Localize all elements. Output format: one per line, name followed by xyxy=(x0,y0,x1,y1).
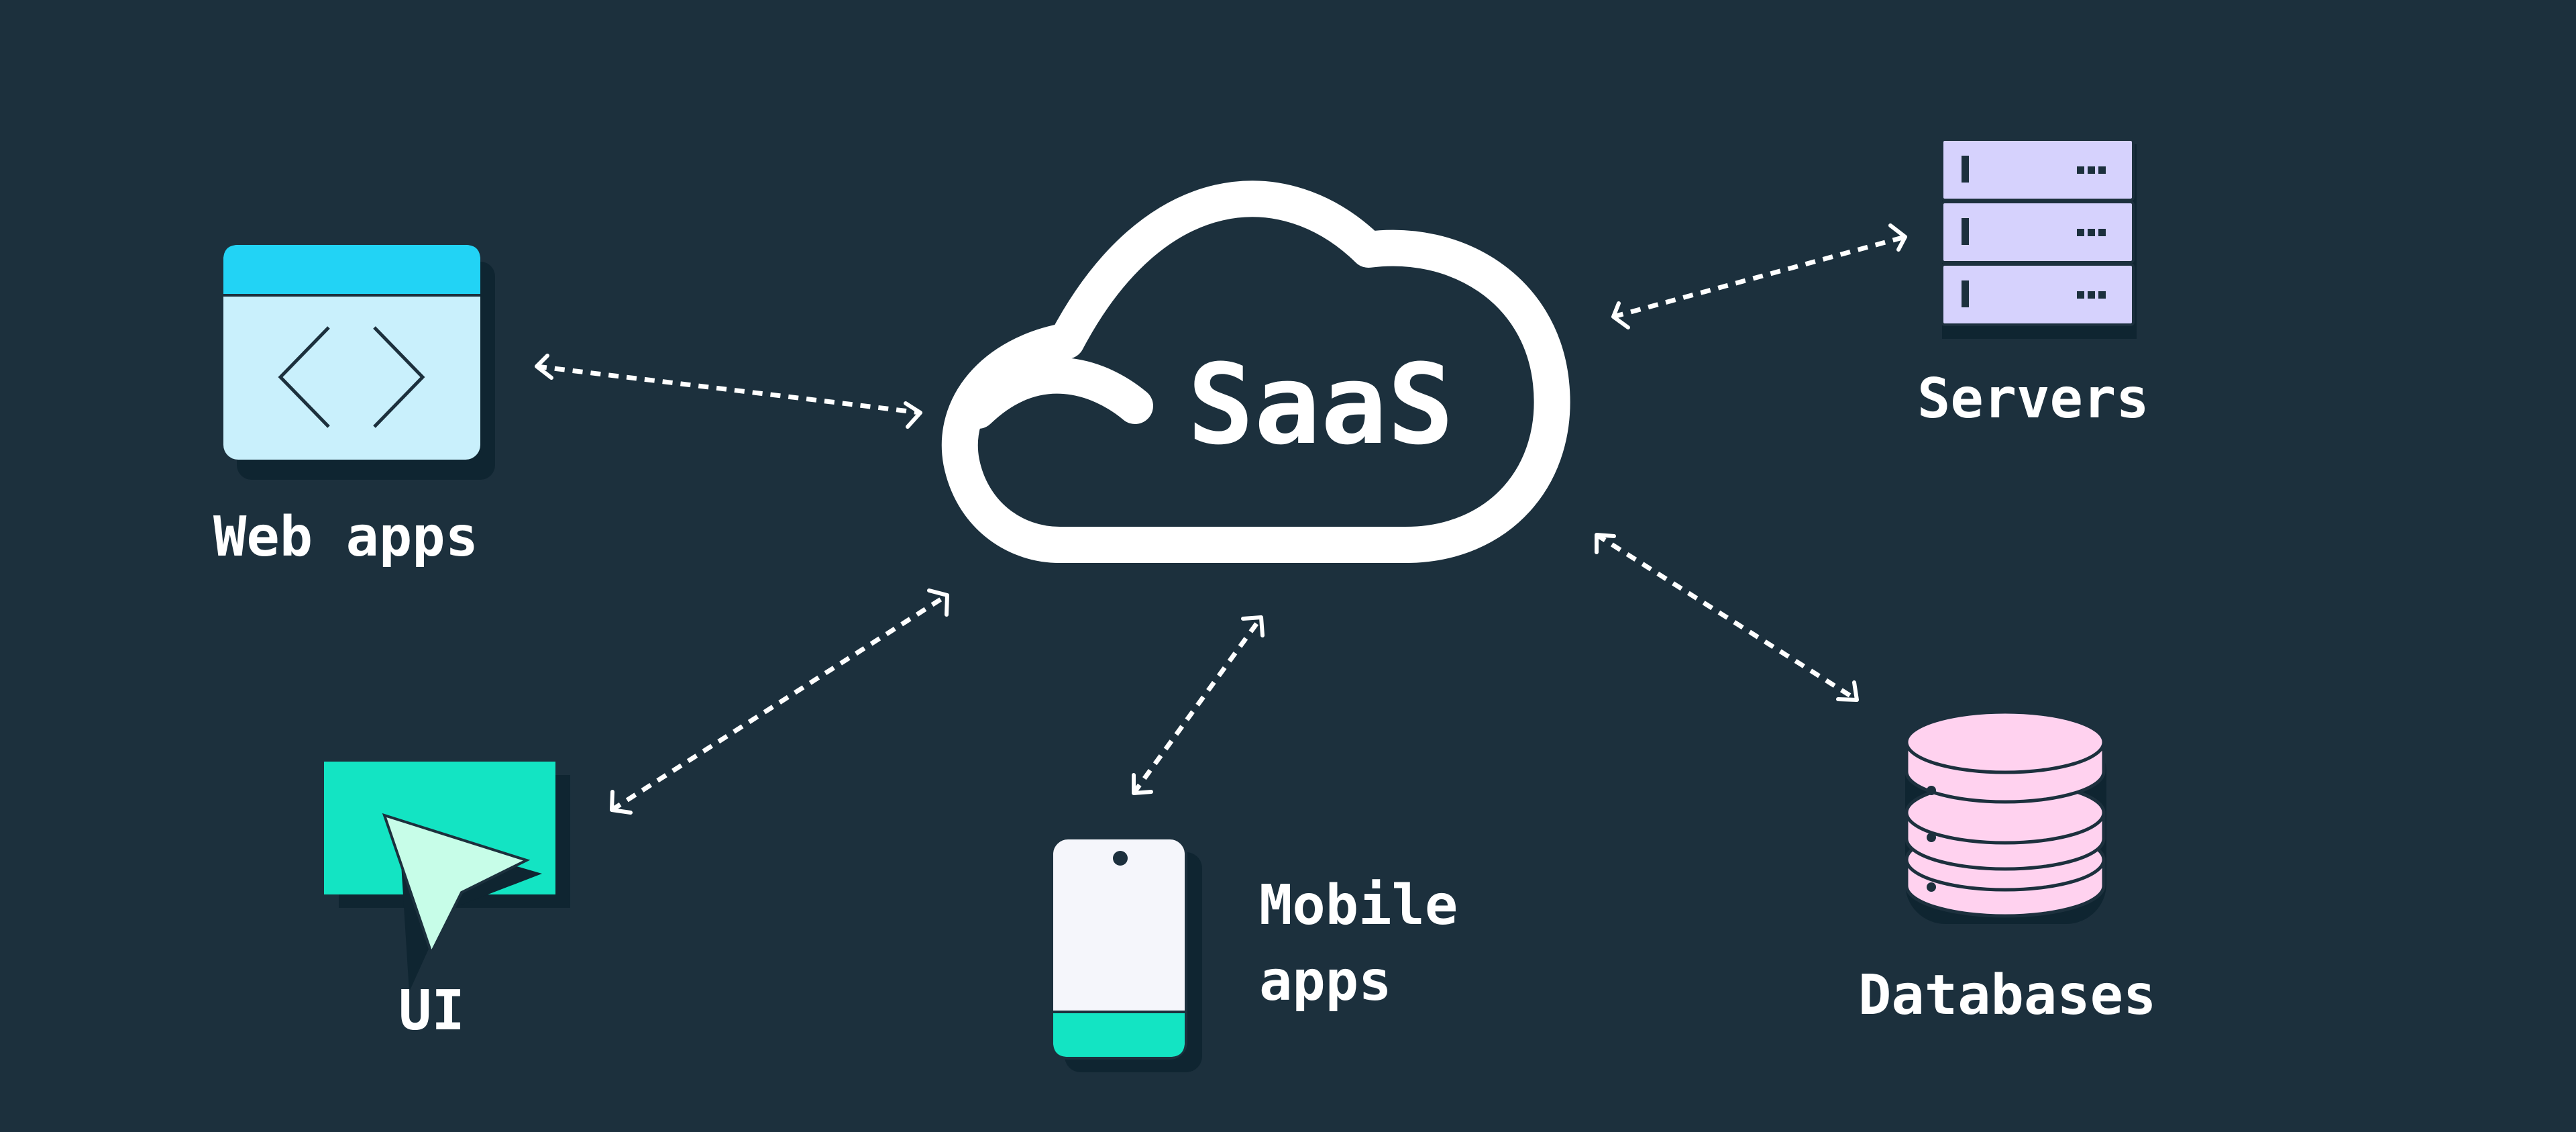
mobile-apps-label-line2: apps xyxy=(1259,949,1391,1013)
phone-camera xyxy=(1113,851,1128,866)
arrowhead-icon xyxy=(535,354,553,380)
databases-label: Databases xyxy=(1858,964,2156,1027)
saas-label: SaaS xyxy=(1187,340,1454,469)
cloud-inner-curve xyxy=(960,357,1153,429)
arrowhead-icon xyxy=(1888,223,1907,252)
arrowhead-icon xyxy=(927,588,949,617)
connector-databases xyxy=(1595,533,1859,702)
database-icon xyxy=(1904,710,2106,924)
arrowhead-icon xyxy=(1241,615,1265,637)
arrowhead-icon xyxy=(610,790,633,815)
node-mobile-apps: Mobile apps xyxy=(1051,837,1458,1072)
ui-label: UI xyxy=(398,979,465,1043)
node-ui: UI xyxy=(324,762,570,1043)
servers-label: Servers xyxy=(1917,367,2149,431)
connector-mobile-apps xyxy=(1132,615,1265,795)
connector-ui xyxy=(610,588,949,815)
arrowhead-icon xyxy=(1132,773,1153,795)
connector-web-apps xyxy=(535,354,922,429)
cursor-pointer-icon xyxy=(324,762,555,992)
browser-code-icon xyxy=(223,245,480,460)
node-servers: Servers xyxy=(1917,138,2149,431)
server-rack-icon xyxy=(1941,138,2135,326)
node-databases: Databases xyxy=(1858,710,2156,1027)
arrowhead-icon xyxy=(1595,533,1616,554)
connector-servers xyxy=(1611,223,1907,329)
arrowhead-icon xyxy=(1836,680,1859,702)
saas-cloud: SaaS xyxy=(941,181,1570,563)
node-web-apps: Web apps xyxy=(213,245,495,569)
smartphone-icon xyxy=(1051,837,1187,1060)
arrowhead-icon xyxy=(904,401,922,429)
arrowhead-icon xyxy=(1611,301,1630,329)
web-apps-label: Web apps xyxy=(213,505,478,569)
cloud-icon xyxy=(941,181,1570,563)
mobile-apps-label-line1: Mobile xyxy=(1259,874,1458,937)
